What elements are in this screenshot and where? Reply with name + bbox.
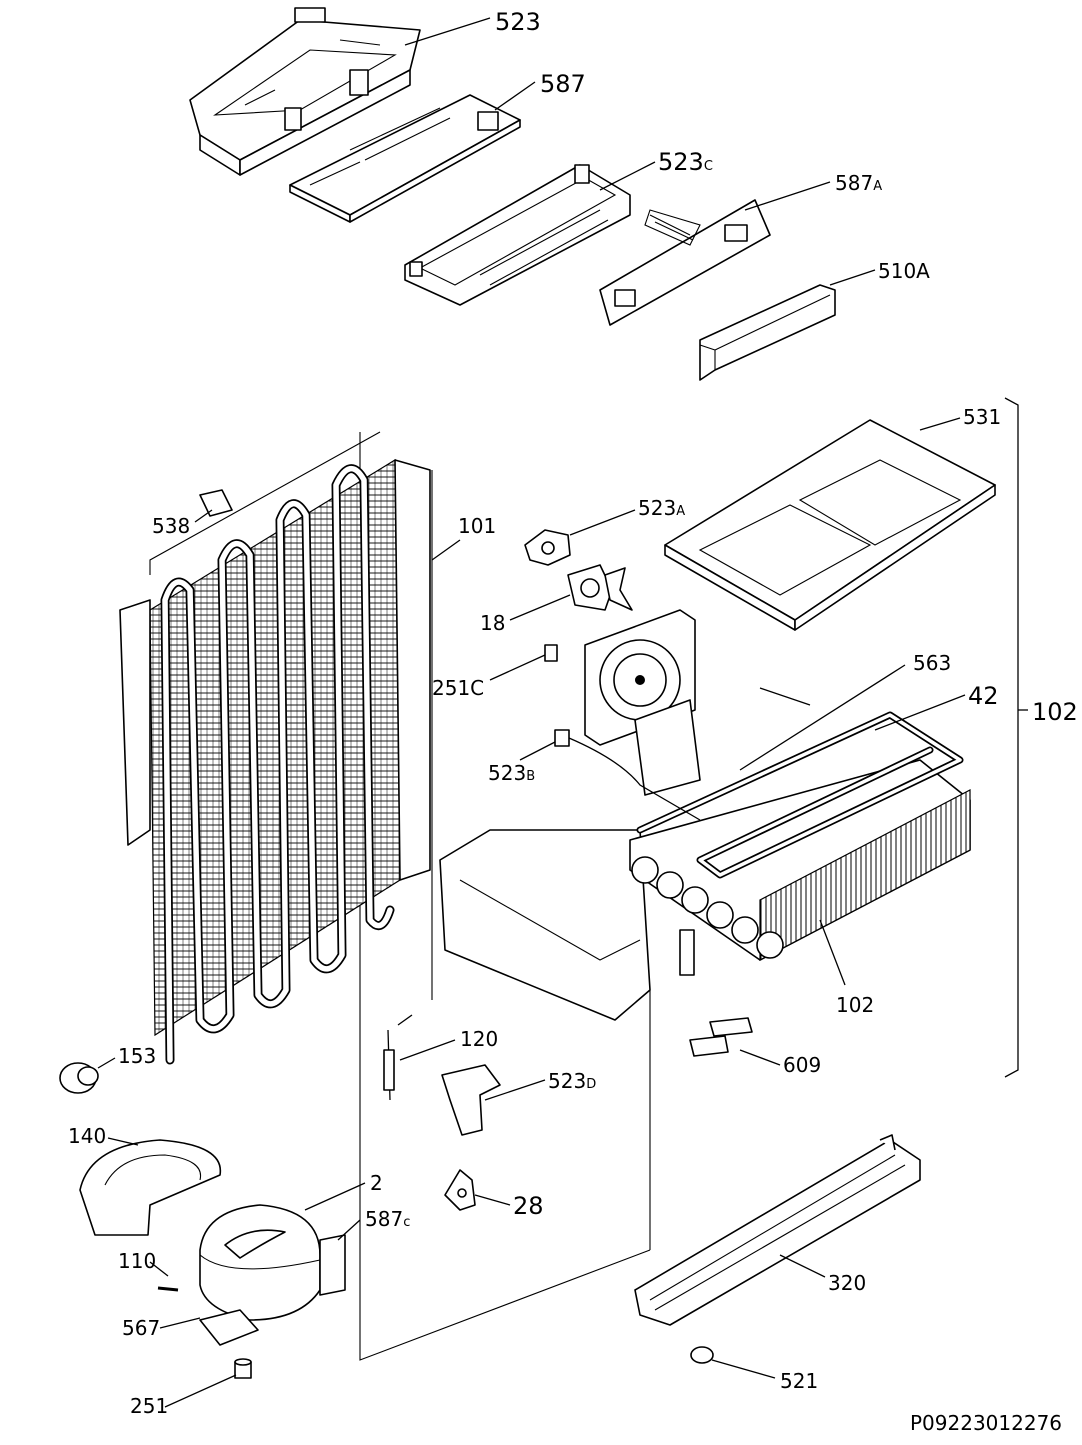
pcb-587 xyxy=(289,94,521,223)
leader-140 xyxy=(107,1137,139,1146)
label-523d: 523D xyxy=(548,1069,596,1093)
compressor-2 xyxy=(199,1204,346,1346)
label-140: 140 xyxy=(68,1124,106,1148)
label-101: 101 xyxy=(458,514,496,538)
leader-510a xyxy=(829,269,876,286)
leader-587a xyxy=(744,181,831,211)
leader-523a xyxy=(569,509,636,536)
grille-320 xyxy=(634,1134,921,1326)
cover-510a xyxy=(699,284,836,381)
label-587: 587 xyxy=(540,70,586,98)
label-523c: 523C xyxy=(658,148,713,176)
leader-251 xyxy=(164,1374,237,1408)
label-523a: 523A xyxy=(638,496,685,520)
condenser-101 xyxy=(119,458,431,1065)
condenser-tubing xyxy=(160,464,395,1065)
label-18: 18 xyxy=(480,611,505,635)
clip-538 xyxy=(199,489,233,517)
leader-18 xyxy=(509,594,571,621)
heater-element-42 xyxy=(636,711,964,879)
control-housing-523 xyxy=(189,7,421,176)
leader-523d xyxy=(484,1079,546,1101)
leader-110 xyxy=(149,1261,169,1277)
label-567: 567 xyxy=(122,1316,160,1340)
label-102-bracket: 102 xyxy=(1032,698,1078,726)
leader-120 xyxy=(399,1039,456,1061)
label-587c: 587c xyxy=(365,1207,410,1231)
part-251c xyxy=(544,644,558,662)
leader-567 xyxy=(159,1317,201,1329)
evaporator-coils xyxy=(631,856,784,959)
label-110: 110 xyxy=(118,1249,156,1273)
leader-320 xyxy=(779,1254,826,1278)
label-153: 153 xyxy=(118,1044,156,1068)
leader-587c xyxy=(337,1219,361,1241)
bracket-28 xyxy=(444,1169,476,1211)
leader-153 xyxy=(97,1057,116,1069)
leader-523c xyxy=(599,161,656,191)
leader-531 xyxy=(919,417,961,431)
label-521: 521 xyxy=(780,1369,818,1393)
label-102-evap: 102 xyxy=(836,993,874,1017)
leader-102-evap xyxy=(819,919,846,986)
cap-521 xyxy=(690,1346,714,1364)
label-531: 531 xyxy=(963,405,1001,429)
leader-101 xyxy=(431,539,461,561)
evaporator-102 xyxy=(439,699,971,1021)
leader-2 xyxy=(304,1182,366,1211)
tray-140 xyxy=(79,1139,222,1236)
display-board-587a xyxy=(599,199,771,326)
sensor-120 xyxy=(383,1014,413,1101)
label-28: 28 xyxy=(513,1192,544,1220)
fan-motor-18 xyxy=(567,564,633,611)
label-42: 42 xyxy=(968,682,999,710)
holder-523d xyxy=(441,1064,501,1136)
drawing-code: P09223012276 xyxy=(910,1411,1062,1435)
leader-523 xyxy=(404,17,491,46)
label-320: 320 xyxy=(828,1271,866,1295)
leader-521 xyxy=(711,1359,776,1379)
label-563: 563 xyxy=(913,651,951,675)
leader-251c xyxy=(489,654,546,681)
leader-42 xyxy=(874,694,966,731)
pin-110 xyxy=(157,1286,179,1292)
label-587a: 587A xyxy=(835,171,882,195)
bracket-523a xyxy=(524,529,571,566)
terminals-609 xyxy=(689,1017,753,1057)
label-523b: 523B xyxy=(488,761,535,785)
label-120: 120 xyxy=(460,1027,498,1051)
connector-523b xyxy=(554,729,701,821)
label-609: 609 xyxy=(783,1053,821,1077)
sensor-563-wire xyxy=(759,687,811,706)
tray-531 xyxy=(664,419,996,631)
label-251: 251 xyxy=(130,1394,168,1418)
foot-251 xyxy=(234,1358,252,1379)
leader-563 xyxy=(739,664,906,771)
bracket-102 xyxy=(1004,397,1019,1078)
housing-523c xyxy=(404,164,631,306)
leader-609 xyxy=(739,1049,781,1066)
label-2: 2 xyxy=(370,1171,383,1195)
leader-523b xyxy=(519,741,556,761)
label-510a: 510A xyxy=(878,259,930,283)
label-251c: 251C xyxy=(432,676,484,700)
leader-28 xyxy=(474,1194,511,1206)
leader-538 xyxy=(194,509,213,523)
grommet-153 xyxy=(59,1062,99,1094)
label-523: 523 xyxy=(495,8,541,36)
leader-587 xyxy=(494,81,536,111)
label-538: 538 xyxy=(152,514,190,538)
